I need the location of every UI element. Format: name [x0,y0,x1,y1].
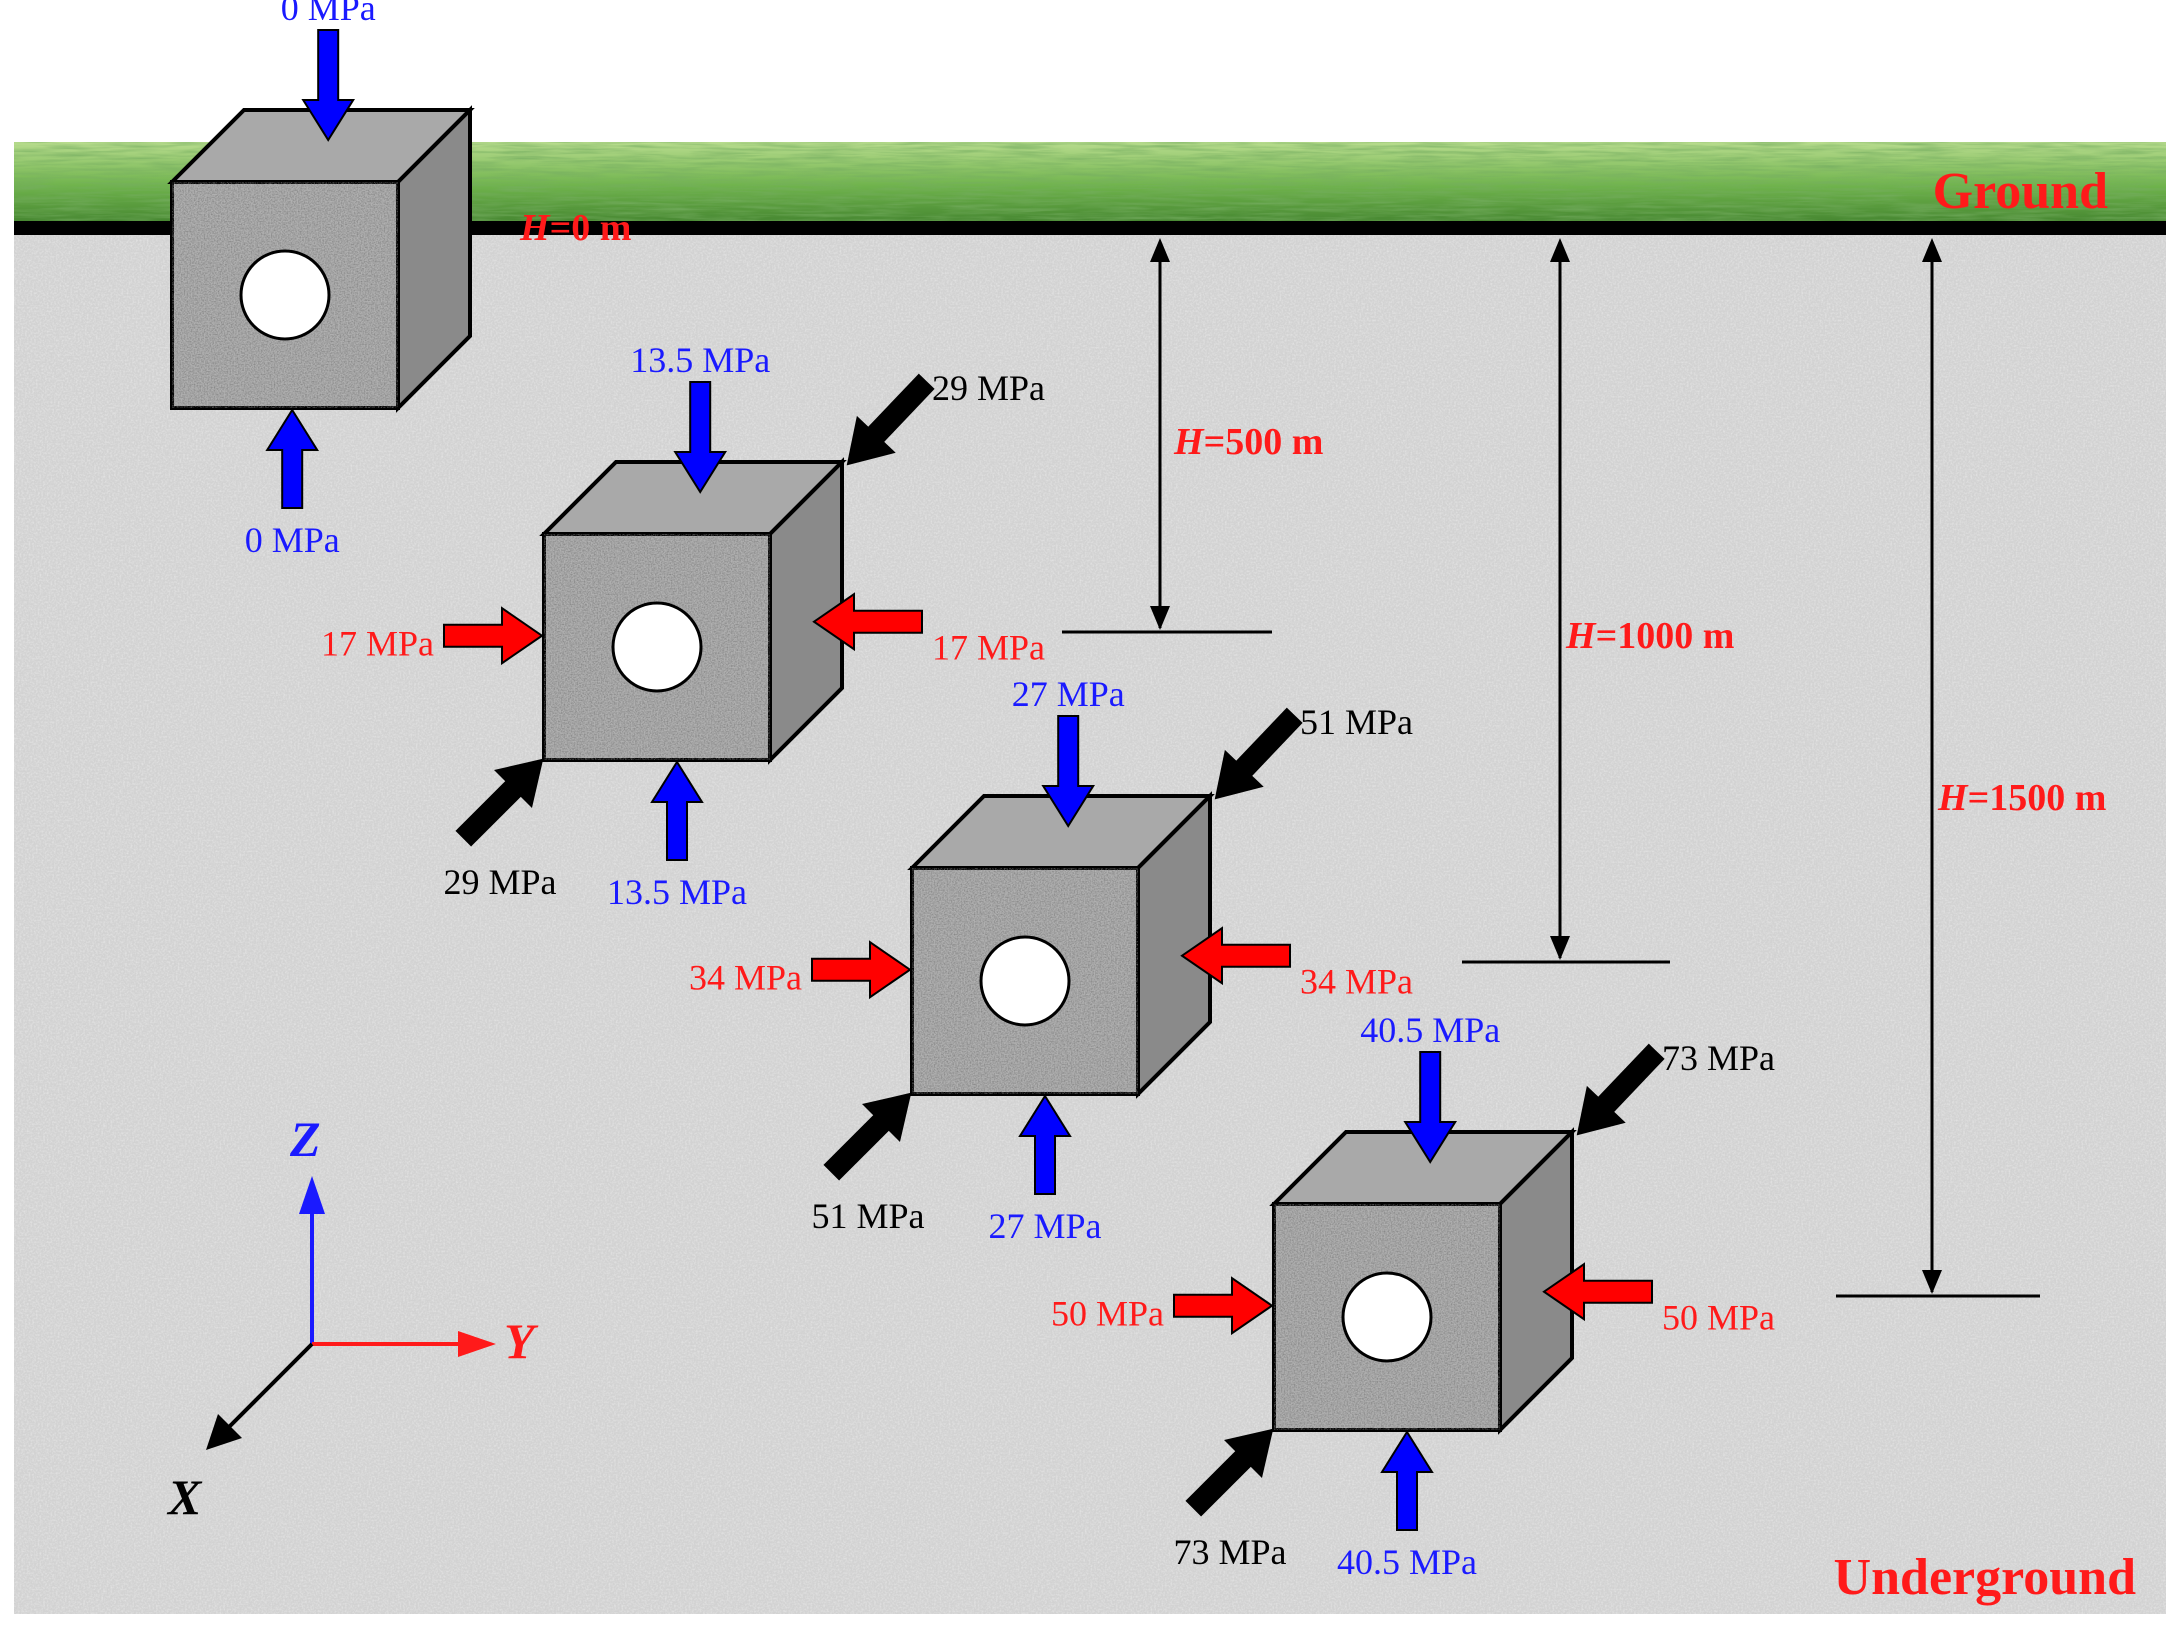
horizontal-stress-right-arrow [1542,1262,1653,1322]
out-of-plane-stress-front-arrow [1185,1428,1274,1517]
out-of-plane-stress-back-label: 73 MPa [1662,1038,1775,1078]
vertical-stress-bottom-label: 13.5 MPa [607,872,747,912]
out-of-plane-stress-back-arrow [1576,1043,1665,1136]
y-axis-label: Y [504,1313,539,1369]
z-axis-arrowhead [299,1176,325,1214]
horizontal-stress-right-label: 50 MPa [1662,1298,1775,1338]
out-of-plane-stress-front-label: 73 MPa [1173,1532,1286,1572]
out-of-plane-stress-back-arrow [1214,707,1303,800]
depth-dimension-500 [1062,244,1272,634]
depth-value-1000: =1000 m [1596,615,1735,657]
vertical-stress-bottom-label: 40.5 MPa [1337,1542,1477,1582]
vertical-stress-top-arrow [1041,715,1096,828]
depth-var-0: H [519,207,551,249]
horizontal-stress-right-label: 34 MPa [1300,962,1413,1002]
depth-dimension-1000 [1462,244,1670,964]
vertical-stress-bottom-label: 0 MPa [245,520,340,560]
underground-label: Underground [1834,1549,2137,1606]
horizontal-stress-right-arrow [1180,926,1291,986]
depth-value-500: =500 m [1204,421,1324,463]
vertical-stress-top-label: 13.5 MPa [630,340,770,380]
ground-label: Ground [1933,163,2108,220]
depth-value-1500: =1500 m [1968,777,2107,819]
y-axis-arrowhead [458,1331,496,1357]
x-axis-arrowhead [206,1414,242,1450]
tunnel-opening [239,249,331,341]
depth-label-1000: H=1000 m [1565,615,1734,657]
tunnel-opening [1341,1271,1433,1363]
rock-block-0: 0 MPa 0 MPa [167,0,475,560]
out-of-plane-stress-front-label: 29 MPa [443,862,556,902]
tunnel-opening [979,935,1071,1027]
horizontal-stress-left-label: 50 MPa [1051,1294,1164,1334]
vertical-stress-top-label: 0 MPa [281,0,376,28]
depth-label-500: H=500 m [1173,421,1323,463]
depth-var-1000: H [1565,615,1597,657]
vertical-stress-top-label: 27 MPa [1012,674,1125,714]
rock-blocks: 0 MPa 0 MPa 13.5 MPa 13.5 MPa 17 MPa 17 MPa 29… [167,0,1775,1582]
z-axis-label: Z [289,1111,321,1167]
horizontal-stress-left-label: 17 MPa [321,624,434,664]
depth-var-500: H [1173,421,1205,463]
out-of-plane-stress-back-label: 51 MPa [1300,702,1413,742]
coordinate-axes: Z Y X [166,1111,539,1525]
out-of-plane-stress-front-label: 51 MPa [811,1196,924,1236]
x-axis-label: X [166,1469,203,1525]
horizontal-stress-left-label: 34 MPa [689,958,802,998]
depth-value-0: =0 m [550,207,632,249]
horizontal-stress-left-arrow [1173,1276,1274,1336]
depth-label-1500: H=1500 m [1937,777,2106,819]
vertical-stress-top-label: 40.5 MPa [1360,1010,1500,1050]
rock-block-2: 27 MPa 27 MPa 34 MPa 34 MPa 51 MPa 51 MPa [689,674,1413,1246]
horizontal-stress-right-arrow [812,592,923,652]
vertical-stress-top-arrow [301,29,356,142]
vertical-stress-bottom-label: 27 MPa [988,1206,1101,1246]
x-axis-line [224,1342,314,1432]
depth-dimension-1500 [1836,244,2040,1298]
tunnel-opening [611,601,703,693]
out-of-plane-stress-back-label: 29 MPa [932,368,1045,408]
depth-label-0: H=0 m [519,207,631,249]
rock-block-3: 40.5 MPa 40.5 MPa 50 MPa 50 MPa 73 MPa 73 MPa [1051,1010,1775,1582]
depth-var-1500: H [1937,777,1969,819]
vertical-stress-bottom-arrow [265,408,320,509]
out-of-plane-stress-front-arrow [455,758,544,847]
dimension-arrowheads [1150,238,1942,1294]
vertical-stress-top-arrow [673,381,728,494]
vertical-stress-top-arrow [1403,1051,1458,1164]
out-of-plane-stress-back-arrow [846,373,935,466]
out-of-plane-stress-front-arrow [823,1092,912,1181]
horizontal-stress-left-arrow [443,606,544,666]
horizontal-stress-right-label: 17 MPa [932,628,1045,668]
horizontal-stress-left-arrow [811,940,912,1000]
vertical-stress-bottom-arrow [650,760,704,861]
rock-block-1: 13.5 MPa 13.5 MPa 17 MPa 17 MPa 29 MPa 29 MPa [321,340,1045,912]
vertical-stress-bottom-arrow [1380,1430,1434,1531]
vertical-stress-bottom-arrow [1018,1094,1072,1195]
